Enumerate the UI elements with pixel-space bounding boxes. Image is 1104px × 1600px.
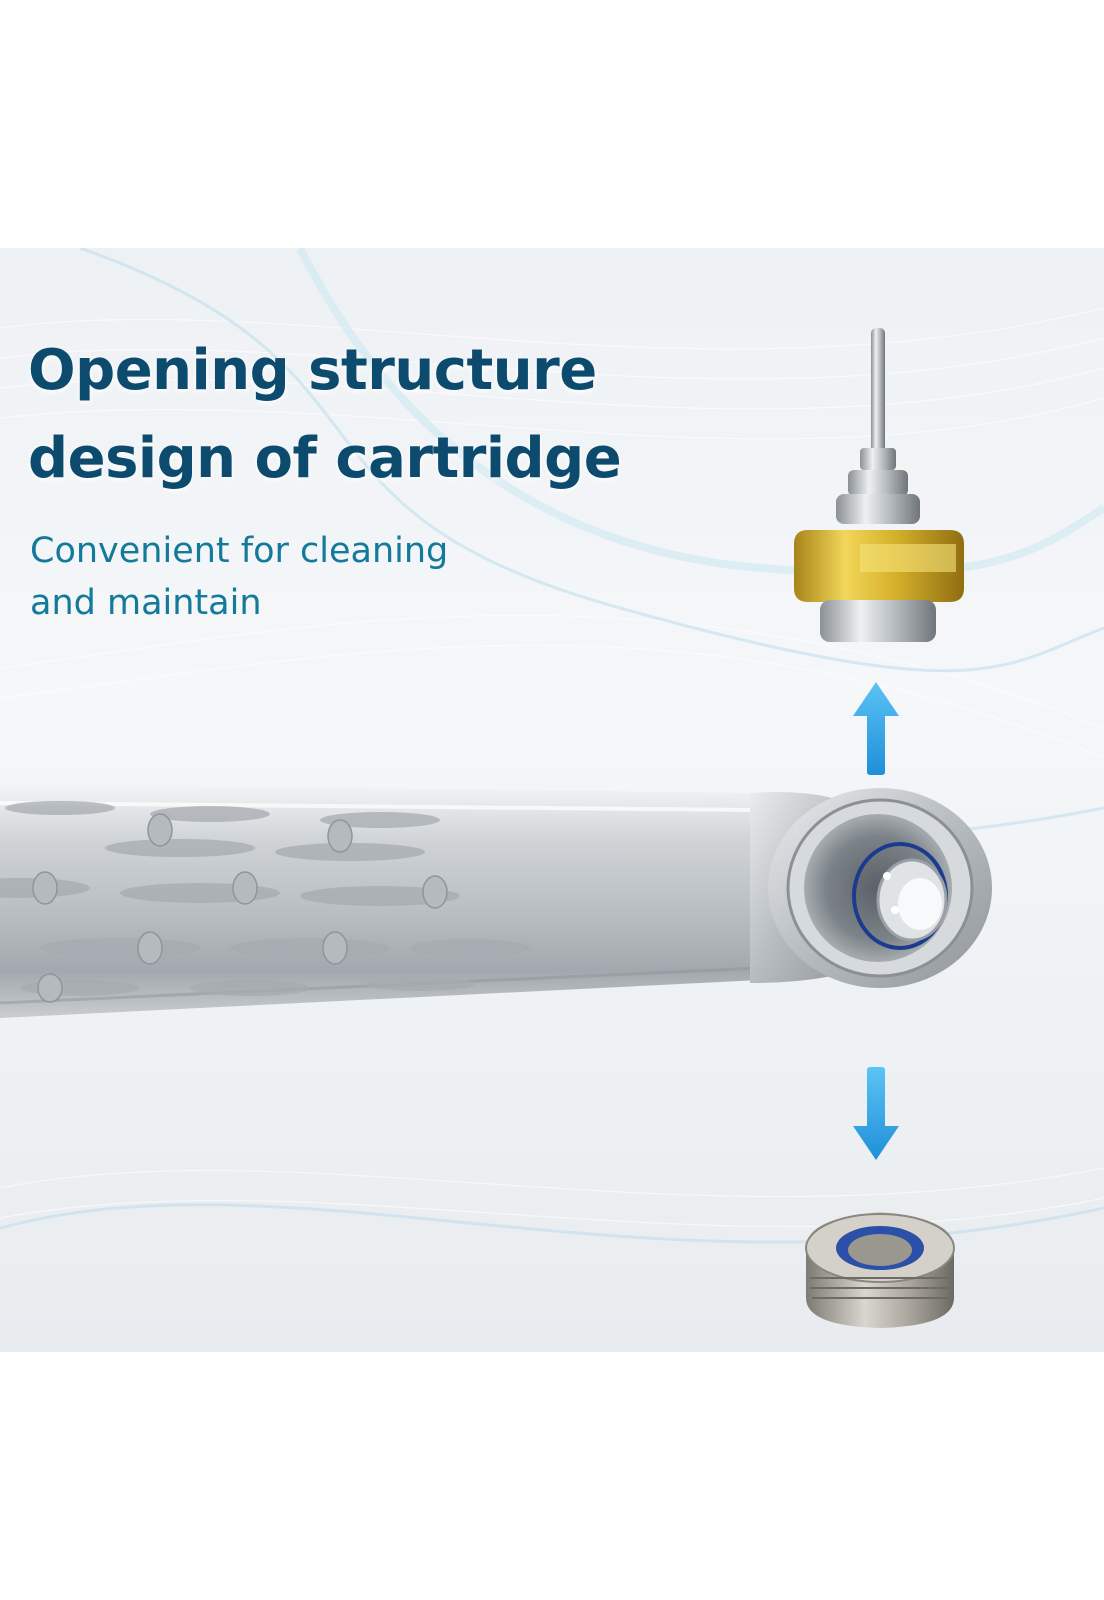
- arrow-down-icon: [853, 1067, 899, 1160]
- headline-line-2: design of cartridge: [28, 426, 622, 491]
- headline-line-1: Opening structure: [28, 338, 597, 403]
- subheadline-line-1: Convenient for cleaning: [30, 531, 449, 571]
- cartridge-cap: [805, 1212, 955, 1328]
- subheadline-line-2: and maintain: [30, 583, 262, 623]
- arrow-up-icon: [853, 682, 899, 775]
- turbine-cartridge: [794, 328, 964, 642]
- product-banner: Opening structure design of cartridge Co…: [0, 248, 1104, 1352]
- product-illustration: [0, 248, 1104, 1328]
